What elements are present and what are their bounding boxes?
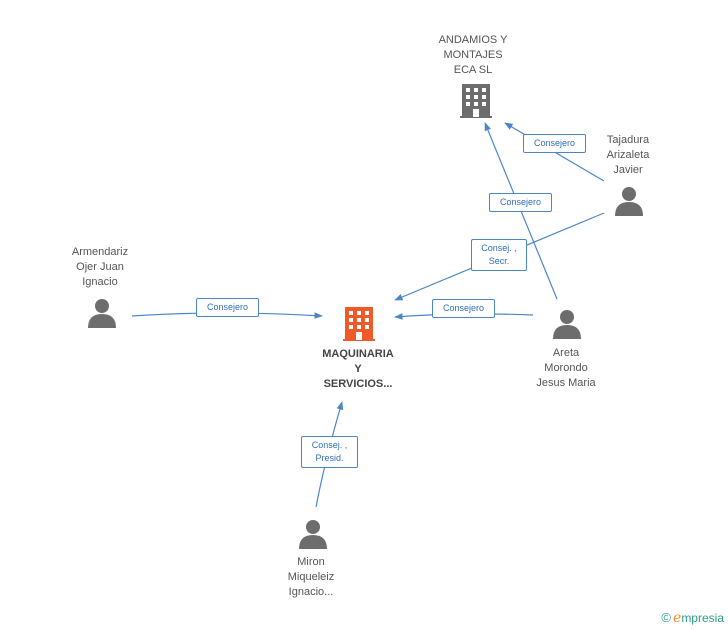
node-label-line: ANDAMIOS Y xyxy=(438,34,508,46)
node-label-line: SERVICIOS... xyxy=(323,378,393,390)
edge-label-text: Consejero xyxy=(533,138,576,148)
node-label-line: Areta xyxy=(552,347,580,359)
node-label-center[interactable]: MAQUINARIA Y SERVICIOS... xyxy=(303,347,413,392)
node-label-line: Tajadura xyxy=(606,134,650,146)
node-label-line: Y xyxy=(354,363,362,375)
edge-label-tajadura-andamios[interactable]: Consejero xyxy=(523,134,586,153)
brand-initial: e xyxy=(673,610,682,626)
edge-label-text: Presid. xyxy=(315,453,344,463)
node-label-areta[interactable]: Areta Morondo Jesus Maria xyxy=(521,346,611,391)
node-label-line: Ignacio... xyxy=(288,586,334,598)
edge-label-miron-center[interactable]: Consej. , Presid. xyxy=(301,436,358,468)
edge-label-text: Consejero xyxy=(442,303,485,313)
copyright-icon: © xyxy=(661,610,672,625)
node-label-line: Morondo xyxy=(544,362,588,374)
node-label-line: Arizaleta xyxy=(606,149,650,161)
edge-label-armendariz-center[interactable]: Consejero xyxy=(196,298,259,317)
node-label-line: MONTAJES xyxy=(443,49,503,61)
edge-label-text: Secr. xyxy=(488,256,510,266)
node-label-miron[interactable]: Miron Miqueleiz Ignacio... xyxy=(266,555,356,600)
node-label-line: Ignacio xyxy=(82,276,118,288)
person-icon xyxy=(615,187,643,216)
node-label-line: Ojer Juan xyxy=(76,261,124,273)
node-label-line: Miqueleiz xyxy=(287,571,335,583)
building-icon xyxy=(460,84,492,118)
node-label-line: ECA SL xyxy=(453,64,493,76)
edge-label-areta-center[interactable]: Consejero xyxy=(432,299,495,318)
person-icon xyxy=(553,310,581,339)
node-label-line: Javier xyxy=(613,164,643,176)
person-icon xyxy=(88,299,116,328)
edge-label-text: Consej. , xyxy=(311,440,348,450)
brand-name: mpresia xyxy=(681,611,724,625)
edge-label-text: Consejero xyxy=(206,302,249,312)
building-icon xyxy=(343,307,375,341)
edge-label-text: Consejero xyxy=(499,197,542,207)
node-label-line: Miron xyxy=(297,556,325,568)
node-label-line: Armendariz xyxy=(71,246,129,258)
empresia-brand[interactable]: ©empresia xyxy=(661,610,724,626)
node-label-line: Jesus Maria xyxy=(536,377,596,389)
node-label-line: MAQUINARIA xyxy=(322,348,394,360)
node-label-armendariz[interactable]: Armendariz Ojer Juan Ignacio xyxy=(55,245,145,290)
edge-label-areta-andamios[interactable]: Consejero xyxy=(489,193,552,212)
edge-label-text: Consej. , xyxy=(481,243,517,253)
node-label-tajadura[interactable]: Tajadura Arizaleta Javier xyxy=(583,133,673,178)
edge-label-tajadura-center[interactable]: Consej. , Secr. xyxy=(471,239,527,271)
person-icon xyxy=(299,520,327,549)
node-label-andamios[interactable]: ANDAMIOS Y MONTAJES ECA SL xyxy=(418,33,528,78)
